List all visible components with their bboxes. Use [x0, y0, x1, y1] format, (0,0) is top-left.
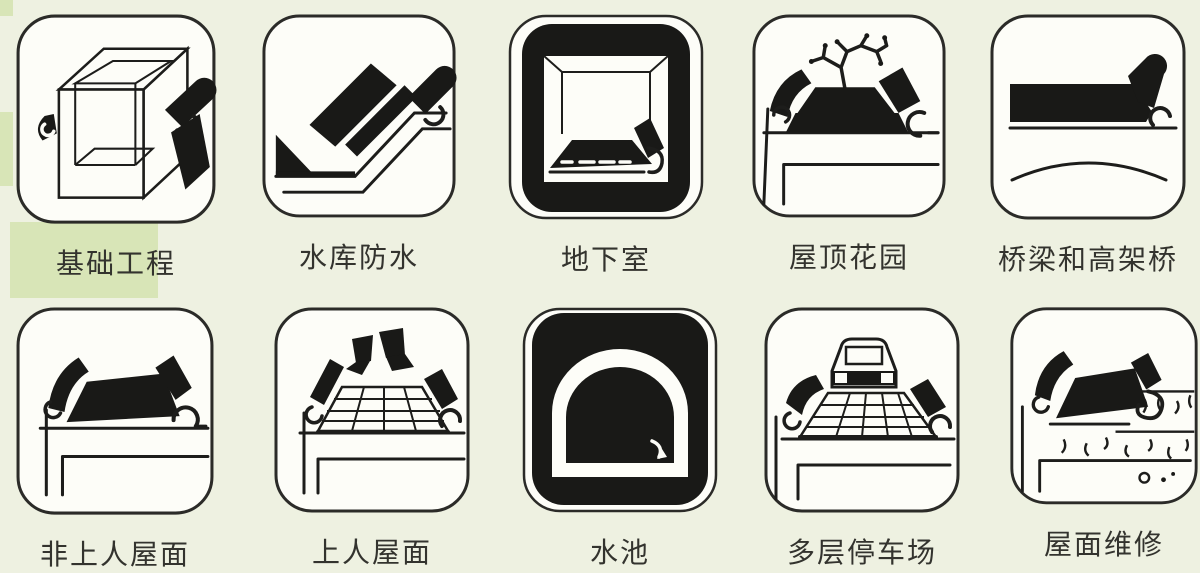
scenario-label: 多层停车场 [786, 536, 937, 569]
bridge-viaduct-icon [990, 14, 1186, 220]
scenario-cell: 桥梁和高架桥 [988, 12, 1188, 278]
scenario-cell: 屋面维修 [1008, 305, 1200, 563]
scenario-cell: 水池 [520, 305, 720, 571]
green-accent-label-highlight [10, 222, 158, 298]
basement-icon [508, 14, 704, 220]
non-accessible-roof-icon [16, 307, 214, 515]
scenario-label: 非上人屋面 [39, 538, 190, 572]
scenario-cell: 地下室 [506, 12, 706, 278]
scenario-label: 屋面维修 [1043, 527, 1164, 561]
roof-repair-icon [1010, 307, 1198, 505]
scenario-label: 基础工程 [55, 247, 176, 281]
scenario-cell: 水库防水 [260, 12, 458, 276]
multi-storey-parking-icon [764, 307, 960, 513]
scenario-cell: 屋顶花园 [750, 12, 948, 276]
scenario-cell: 非上人屋面 [14, 305, 216, 573]
water-pool-icon [522, 307, 718, 513]
accessible-roof-icon [274, 307, 470, 513]
foundation-pit-icon [16, 14, 217, 224]
scenario-cell: 上人屋面 [272, 305, 472, 571]
scenario-label: 桥梁和高架桥 [997, 243, 1178, 276]
scenario-label: 屋顶花园 [788, 240, 909, 274]
roof-garden-icon [752, 14, 946, 218]
green-accent-strip [0, 112, 13, 186]
scenario-cell: 多层停车场 [762, 305, 962, 571]
scenario-label: 水池 [589, 536, 650, 569]
scenario-cell: 基础工程 [14, 12, 218, 282]
scenario-label: 上人屋面 [311, 536, 432, 569]
scenario-label: 地下室 [560, 243, 651, 276]
reservoir-slope-icon [262, 14, 457, 218]
green-accent-corner [0, 0, 13, 16]
scenario-label: 水库防水 [298, 240, 419, 274]
